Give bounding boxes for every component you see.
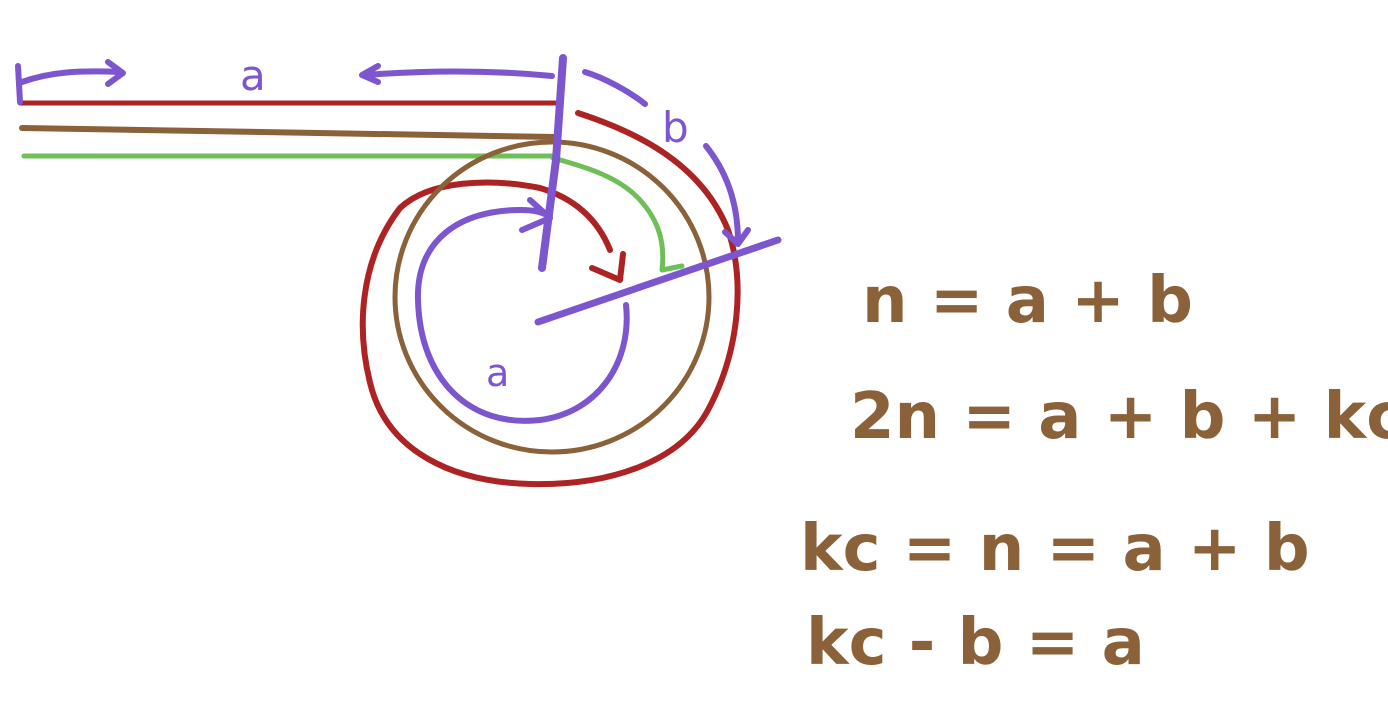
purple-radial-line bbox=[534, 236, 782, 326]
red-arrowhead bbox=[589, 251, 626, 283]
purple-inner-arrowhead bbox=[519, 197, 553, 233]
purple-arc-b-lower bbox=[703, 143, 751, 247]
equation-2: 2n = a + b + kc bbox=[850, 380, 1388, 454]
label-a-top: a bbox=[240, 51, 266, 100]
label-a-inner: a bbox=[486, 351, 509, 395]
equation-4: kc - b = a bbox=[806, 606, 1145, 680]
purple-inner-arc bbox=[414, 206, 630, 424]
purple-arc-b-upper bbox=[582, 69, 648, 107]
brown-straight-line bbox=[19, 125, 559, 140]
purple-arrow-left bbox=[359, 63, 555, 85]
equation-3: kc = n = a + b bbox=[800, 512, 1310, 586]
green-arc bbox=[550, 155, 685, 273]
equation-1: n = a + b bbox=[862, 264, 1193, 338]
brown-circle bbox=[392, 139, 712, 455]
purple-vertical-marker bbox=[538, 54, 567, 272]
purple-left-tick bbox=[15, 63, 23, 105]
purple-arrow-right bbox=[19, 59, 126, 87]
label-b-arc: b bbox=[662, 103, 689, 152]
